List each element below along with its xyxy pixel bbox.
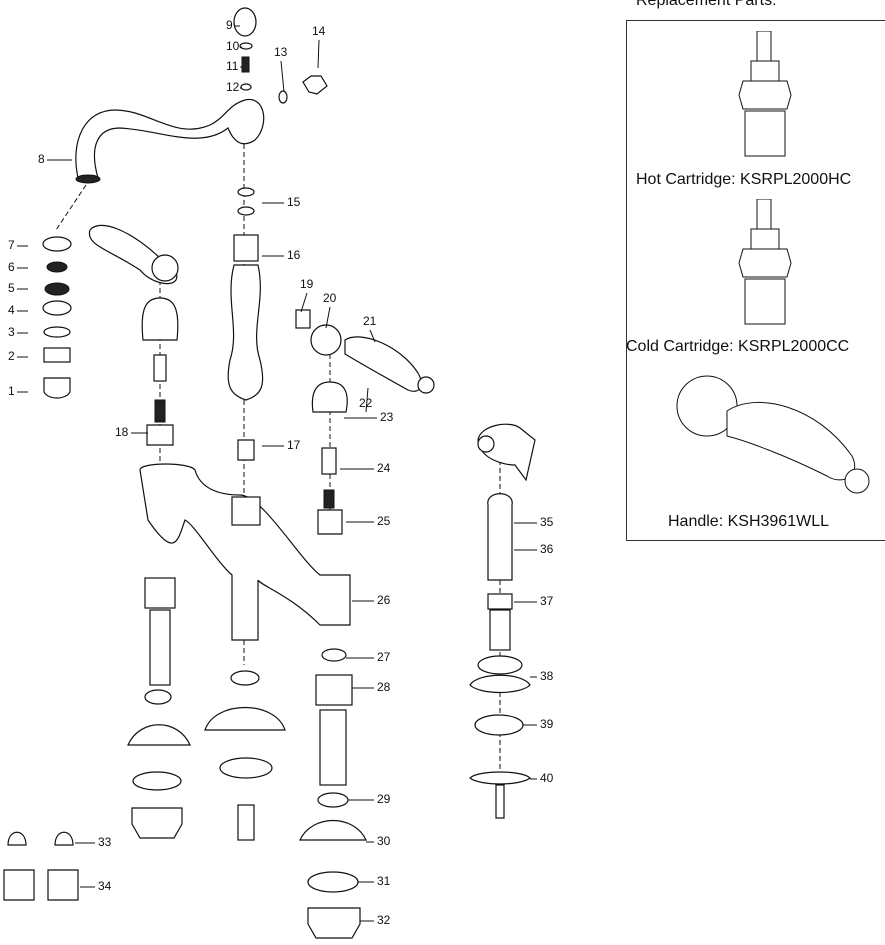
- callout-14: 14: [312, 24, 326, 38]
- callout-32: 32: [377, 913, 391, 927]
- callout-38: 38: [540, 669, 554, 683]
- callout-leader-13: [280, 60, 285, 93]
- replacement-parts-panel: Hot Cartridge: KSRPL2000HC Cold Cartridg…: [626, 20, 885, 541]
- callout-24: 24: [377, 461, 391, 475]
- callout-23: 23: [380, 410, 394, 424]
- callout-33: 33: [98, 835, 112, 849]
- callout-39: 39: [540, 717, 554, 731]
- callout-21: 21: [363, 314, 377, 328]
- callout-37: 37: [540, 594, 554, 608]
- hot-cartridge-label: Hot Cartridge: KSRPL2000HC: [636, 171, 852, 188]
- callout-5: 5: [8, 281, 15, 295]
- callout-numbers: 1234567891011121314151617181920212223242…: [8, 18, 554, 927]
- callout-leader-lines: [17, 25, 537, 922]
- callout-leader-20: [325, 306, 331, 329]
- callout-17: 17: [287, 438, 301, 452]
- callout-26: 26: [377, 593, 391, 607]
- cold-cartridge-image: [738, 199, 792, 325]
- callout-leader-21: [369, 329, 376, 343]
- callout-29: 29: [377, 792, 391, 806]
- handle-label: Handle: KSH3961WLL: [668, 513, 829, 530]
- callout-22: 22: [359, 396, 373, 410]
- callout-20: 20: [323, 291, 337, 305]
- callout-16: 16: [287, 248, 301, 262]
- callout-40: 40: [540, 771, 554, 785]
- callout-31: 31: [377, 874, 391, 888]
- callout-leader-19: [300, 292, 308, 313]
- callout-leader-14: [317, 39, 320, 69]
- callout-7: 7: [8, 238, 15, 252]
- callout-leader-22: [365, 387, 369, 413]
- callout-3: 3: [8, 325, 15, 339]
- callout-12: 12: [226, 80, 240, 94]
- callout-10: 10: [226, 39, 240, 53]
- callout-11: 11: [226, 59, 239, 73]
- callout-35: 35: [540, 515, 554, 529]
- callout-8: 8: [38, 152, 45, 166]
- callout-36: 36: [540, 542, 554, 556]
- callout-6: 6: [8, 260, 15, 274]
- cold-cartridge-label: Cold Cartridge: KSRPL2000CC: [626, 338, 850, 355]
- callout-19: 19: [300, 277, 314, 291]
- callout-1: 1: [8, 384, 15, 398]
- replacement-parts-title: Replacement Parts:: [636, 0, 777, 9]
- hot-cartridge-image: [738, 31, 792, 157]
- faucet-parts-drawing: [3, 7, 536, 939]
- callout-25: 25: [377, 514, 391, 528]
- callout-9: 9: [226, 18, 233, 32]
- callout-15: 15: [287, 195, 301, 209]
- callout-30: 30: [377, 834, 391, 848]
- callout-2: 2: [8, 349, 15, 363]
- callout-28: 28: [377, 680, 391, 694]
- callout-13: 13: [274, 45, 288, 59]
- callout-18: 18: [115, 425, 129, 439]
- callout-4: 4: [8, 303, 15, 317]
- callout-27: 27: [377, 650, 391, 664]
- callout-34: 34: [98, 879, 112, 893]
- handle-image: [676, 375, 870, 494]
